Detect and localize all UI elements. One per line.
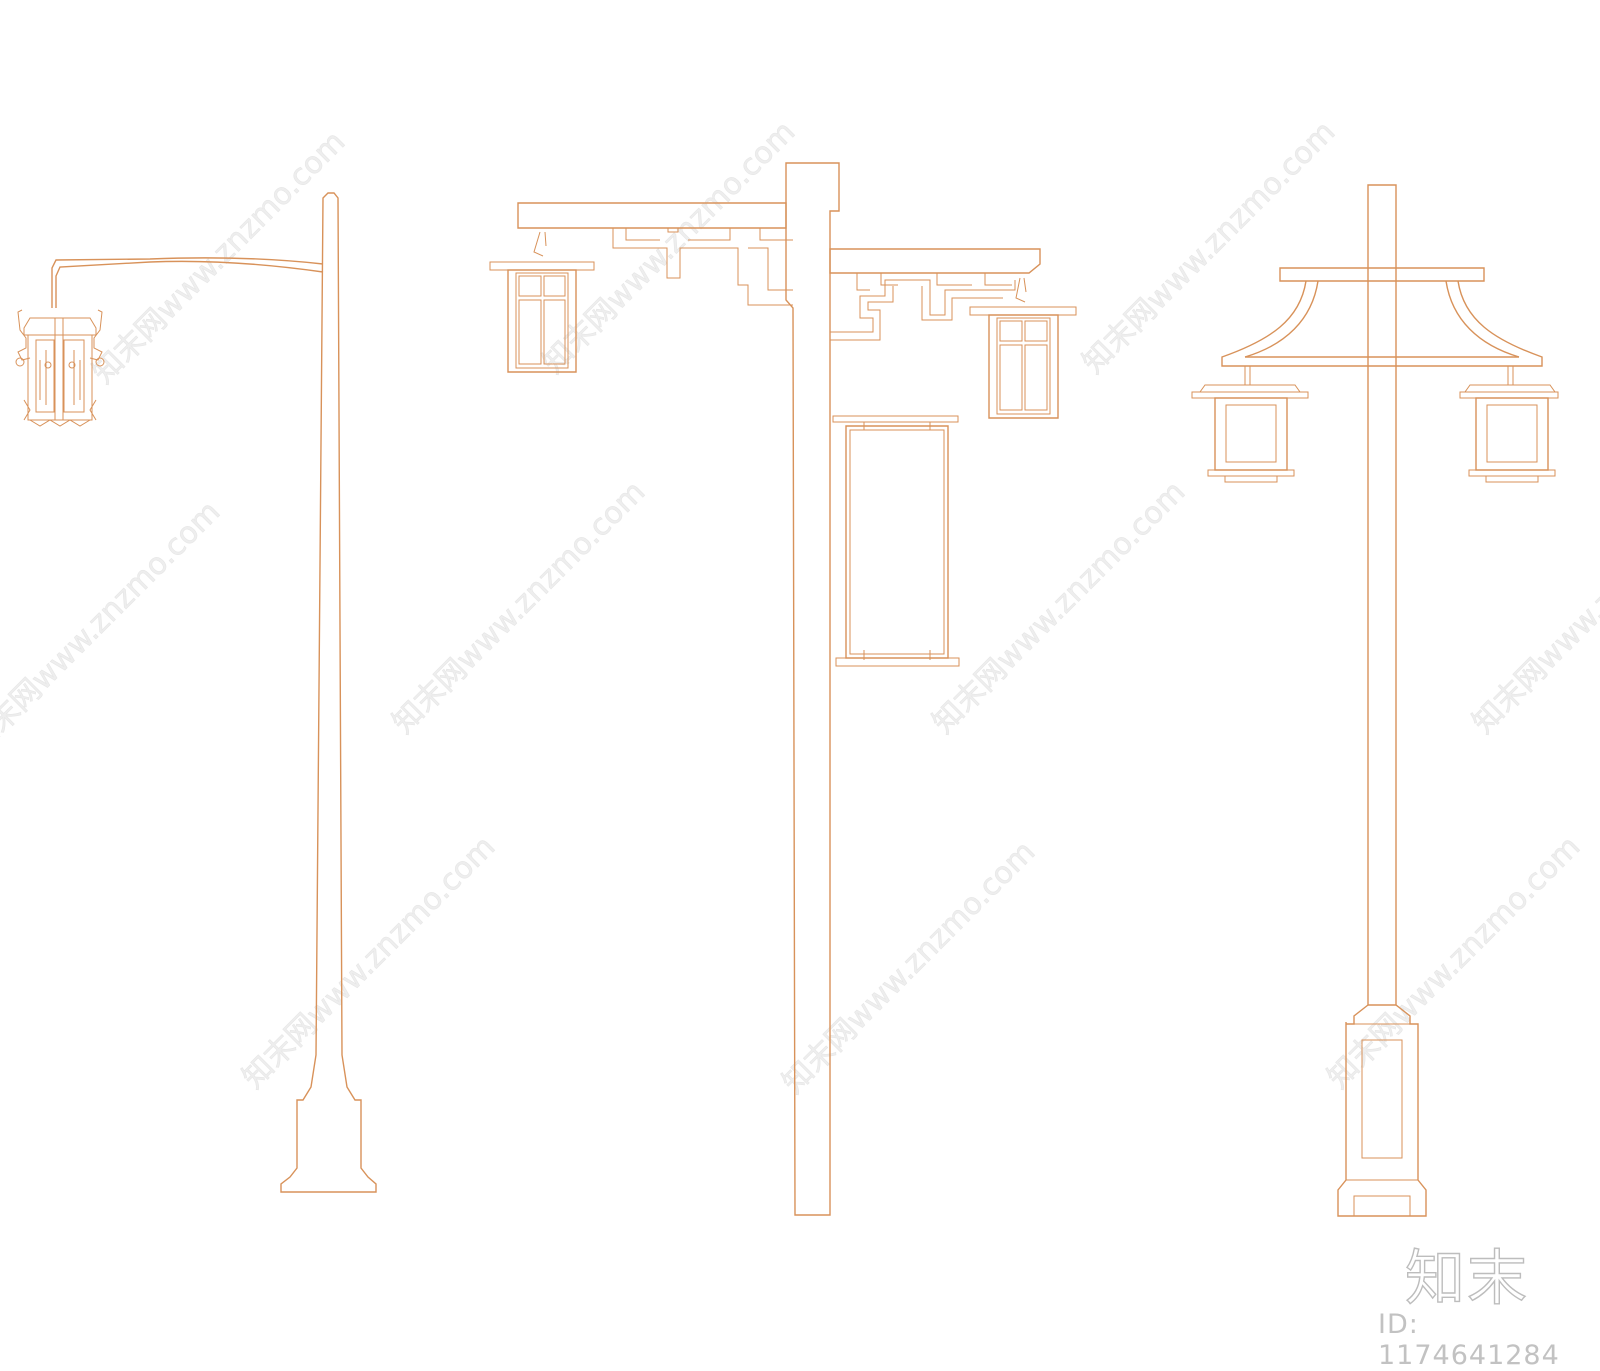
lamp-post-1 <box>15 192 377 1193</box>
lamp-post-2 <box>489 162 1077 1216</box>
pagoda-roof <box>1221 280 1543 367</box>
watermark-layer: 知末网www.znzmo.com 知末网www.znzmo.com 知末网www… <box>0 114 1600 1101</box>
left-fretwork <box>612 228 793 306</box>
left-hanging-lantern <box>489 231 595 373</box>
left-crossbeam <box>517 202 787 229</box>
watermark: 知末网www.znzmo.com <box>1321 829 1587 1095</box>
lamp-arm <box>55 260 324 308</box>
base-panel <box>1361 1039 1403 1159</box>
left-pagoda-lantern <box>1191 366 1309 483</box>
lamp-post-3 <box>1191 184 1559 1217</box>
watermark: 知末网www.znzmo.com <box>776 834 1042 1100</box>
watermark: 知末网www.znzmo.com <box>236 829 502 1095</box>
watermark: 知末网www.znzmo.com <box>1466 474 1600 740</box>
watermark: 知末网www.znzmo.com <box>1076 114 1342 380</box>
lamp-pole-shaft <box>1367 184 1397 1006</box>
hanging-lantern-ornate <box>15 309 105 427</box>
right-crossbeam <box>829 248 1041 274</box>
asset-id-label: ID: 1174641284 <box>1378 1309 1560 1371</box>
right-hanging-lantern <box>969 277 1077 419</box>
lamp-pole-shaft <box>280 192 377 1193</box>
watermark: 知末网www.znzmo.com <box>926 474 1192 740</box>
right-fretwork <box>830 273 1016 341</box>
watermark: 知末网www.znzmo.com <box>0 494 227 760</box>
watermark: 知末网www.znzmo.com <box>386 474 652 740</box>
upper-crossbar <box>1279 267 1485 282</box>
lamp-arm-inner <box>51 257 324 308</box>
lamp-pole-column <box>785 162 840 1216</box>
znzmo-logo: 知末 <box>1404 1243 1529 1314</box>
hanging-banner-frame <box>832 415 960 667</box>
right-pagoda-lantern <box>1459 366 1559 483</box>
